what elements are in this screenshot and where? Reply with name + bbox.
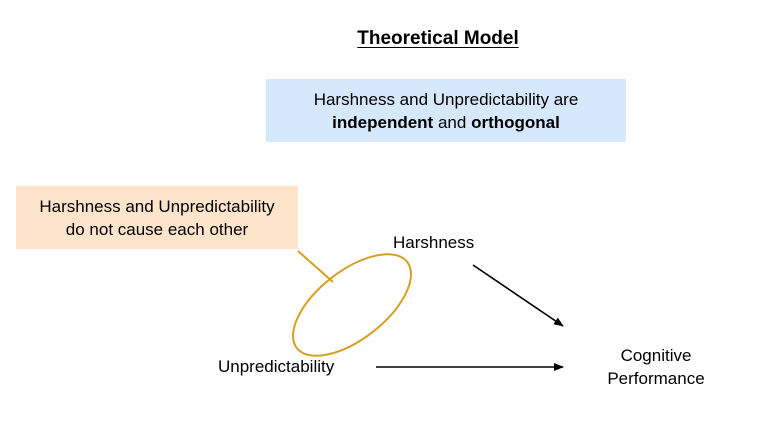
unpredictability-node: Unpredictability <box>218 357 335 376</box>
orthogonal-keyword: orthogonal <box>471 112 560 132</box>
no-causation-note-box: Harshness and Unpredictability do not ca… <box>16 186 298 249</box>
diagram-title: Theoretical Model <box>357 28 519 49</box>
no-causation-line2: do not cause each other <box>65 219 249 239</box>
callout-connector <box>297 250 334 283</box>
correlation-ellipse <box>292 253 412 357</box>
harshness-node: Harshness <box>393 233 475 252</box>
cognitive-performance-node: Cognitive Performance <box>586 344 726 390</box>
independence-note-line1: Harshness and Unpredictability are <box>313 89 579 109</box>
independence-note-box: Harshness and Unpredictability are indep… <box>266 79 626 142</box>
harshness-to-cognition-arrow <box>472 264 564 327</box>
independent-keyword: independent <box>332 112 434 132</box>
cognitive-label-line1: Cognitive <box>620 346 692 365</box>
and-connector: and <box>437 112 467 132</box>
cognitive-label-line2: Performance <box>607 369 705 388</box>
no-causation-line1: Harshness and Unpredictability <box>39 196 275 216</box>
independence-note-line2: independent and orthogonal <box>332 111 560 134</box>
